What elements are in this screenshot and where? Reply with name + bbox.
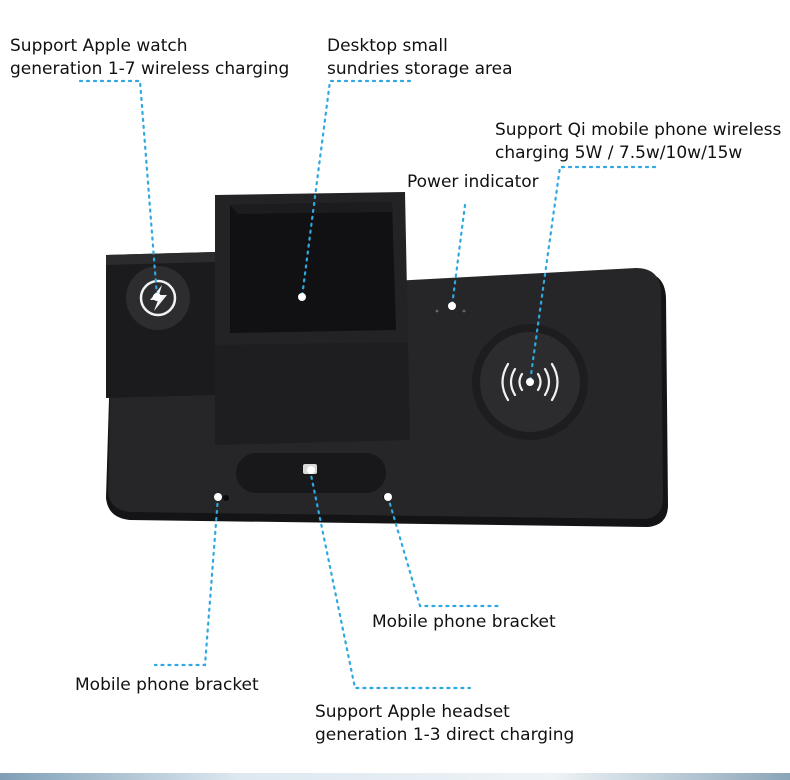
- label-headset-line2: generation 1-3 direct charging: [315, 725, 575, 745]
- label-apple-watch: Support Apple watch generation 1-7 wirel…: [10, 35, 289, 81]
- label-apple-watch-line1: Support Apple watch: [10, 36, 188, 56]
- label-storage: Desktop small sundries storage area: [327, 35, 513, 81]
- label-qi-phone: Support Qi mobile phone wireless chargin…: [495, 119, 781, 165]
- label-bracket-right-text: Mobile phone bracket: [372, 612, 556, 632]
- storage-box-inner: [230, 202, 396, 333]
- label-storage-line2: sundries storage area: [327, 59, 513, 79]
- anchor-dots: [153, 293, 534, 501]
- storage-box-front: [215, 342, 410, 445]
- label-storage-line1: Desktop small: [327, 36, 448, 56]
- leader-lines: [78, 79, 657, 690]
- label-power-indicator-text: Power indicator: [407, 172, 539, 192]
- label-qi-phone-line2: charging 5W / 7.5w/10w/15w: [495, 143, 743, 163]
- watch-block-top: [106, 252, 215, 265]
- bottom-border: [0, 773, 790, 780]
- label-headset-line1: Support Apple headset: [315, 702, 510, 722]
- label-bracket-right: Mobile phone bracket: [372, 611, 556, 634]
- charging-station: [106, 192, 668, 527]
- label-headset: Support Apple headset generation 1-3 dir…: [315, 701, 574, 747]
- wireless-signal-icon: [501, 362, 559, 402]
- label-power-indicator: Power indicator: [407, 171, 539, 194]
- label-apple-watch-line2: generation 1-7 wireless charging: [10, 59, 290, 79]
- label-qi-phone-line1: Support Qi mobile phone wireless: [495, 120, 782, 140]
- label-bracket-left: Mobile phone bracket: [75, 674, 259, 697]
- label-bracket-left-text: Mobile phone bracket: [75, 675, 259, 695]
